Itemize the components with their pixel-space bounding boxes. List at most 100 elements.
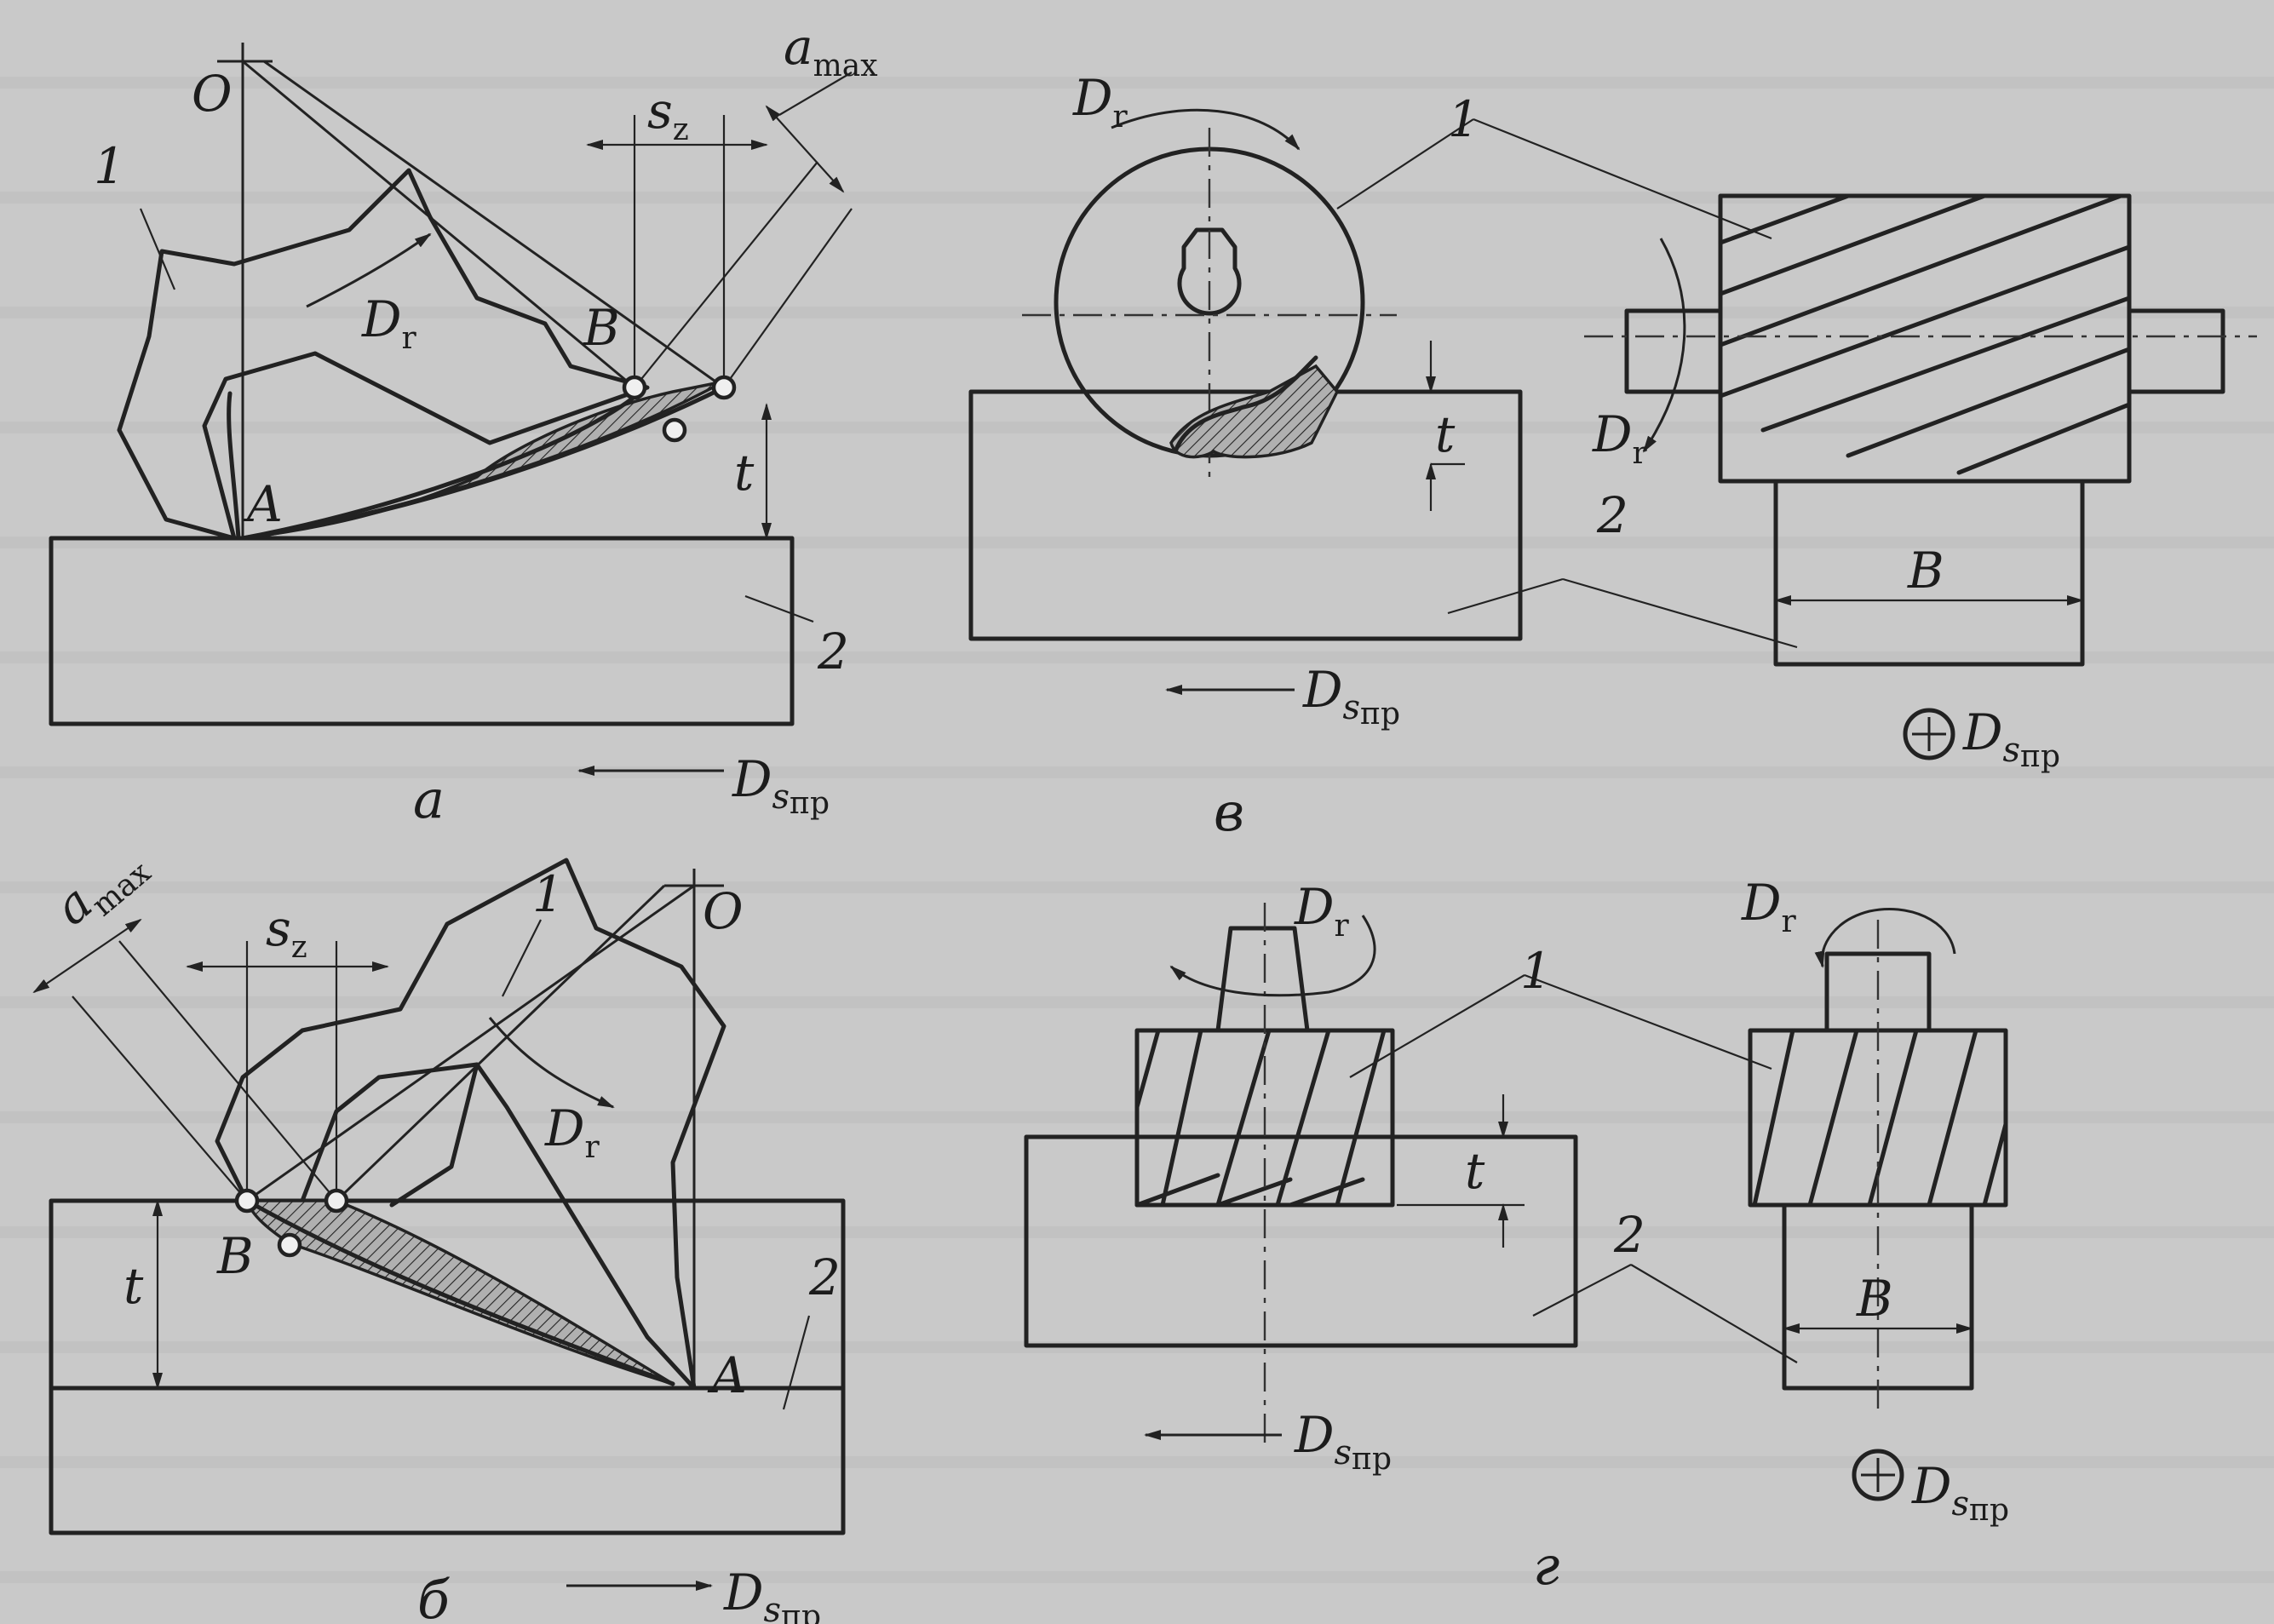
panel-b-point-B [234, 1188, 260, 1214]
panel-v-feed-symbol [1903, 708, 1955, 760]
panel-a-label-amax: amax [784, 18, 878, 83]
panel-g-leader-1a [1349, 974, 1525, 1078]
panel-b-amax-ext2 [118, 940, 337, 1202]
panel-b-label-Dr: Dr [544, 1099, 600, 1165]
panel-g-caption: г [1533, 1535, 1559, 1597]
panel-g-Dr-arrow-2 [1814, 907, 1956, 968]
panel-a-label-1: 1 [94, 137, 125, 195]
panel-g-shank [1215, 926, 1310, 1033]
panel-b-cutter [215, 858, 726, 1391]
panel-v-workpiece [968, 389, 1523, 641]
panel-a-Dr-arrow [306, 232, 432, 308]
panel-a-cut-arc [240, 391, 641, 541]
panel-g-leader-2b [1630, 1264, 1798, 1363]
panel-b-cut-arc [244, 1198, 675, 1386]
panel-b-amax-ext1 [72, 996, 248, 1202]
panel-a-amax-ext1 [634, 161, 818, 388]
panel-g: Dr 1 t Dr 2 B Dsпр Dsпр г [1024, 874, 2009, 1597]
panel-b-point-2 [324, 1188, 349, 1214]
panel-b-label-2: 2 [808, 1248, 841, 1306]
panel-g-Dr-arrow-1 [1169, 915, 1376, 997]
panel-g-teeth [1134, 1028, 1387, 1208]
panel-v-label-1: 1 [1448, 90, 1479, 148]
panel-b-Dr-arrow [488, 1017, 615, 1109]
panel-v-Dr-arrow-2 [1642, 238, 1686, 453]
panel-a-label-2: 2 [817, 623, 849, 680]
panel-b-label-B: B [216, 1227, 254, 1285]
panel-g-label-t: t [1465, 1142, 1485, 1200]
panel-a: O 1 Dr B A t sz amax 2 Dsпр а [49, 18, 878, 830]
panel-v-workpiece-2 [1773, 479, 2085, 667]
panel-a-cut-arc-2 [240, 385, 726, 541]
panel-b-label-t: t [123, 1257, 144, 1315]
panel-a-amax-ext2 [723, 208, 853, 388]
panel-a-label-Ds: Dsпр [732, 750, 830, 821]
panel-v-label-Dr-2: Dr [1592, 405, 1648, 471]
panel-v-chip [1169, 364, 1340, 459]
panel-a-radius-2 [263, 60, 725, 389]
panel-v-label-B: B [1907, 542, 1944, 600]
panel-b-point-3 [277, 1232, 302, 1258]
panel-b-label-Ds: Dsпр [723, 1564, 821, 1624]
panel-a-amax-leader [778, 72, 853, 116]
panel-v-label-Ds: Dsпр [1302, 661, 1400, 732]
panel-a-radius-B [242, 60, 635, 389]
panel-g-label-Dr: Dr [1294, 878, 1350, 944]
panel-a-label-t: t [734, 444, 755, 502]
panel-a-point-2 [711, 375, 737, 400]
panel-v-keyway [1177, 227, 1242, 316]
panel-b-tooth-edge [300, 1062, 479, 1203]
panel-b-workpiece [49, 1198, 846, 1535]
panel-g-label-Dr-2: Dr [1741, 874, 1797, 939]
panel-a-point-3 [662, 417, 687, 443]
panel-a-label-B: B [583, 299, 620, 357]
panel-b-radius-2 [335, 884, 666, 1202]
panel-v-shaft-right [2127, 308, 2225, 394]
panel-a-amax-dim [765, 105, 845, 193]
panel-v-label-Ds-2: Dsпр [1962, 703, 2060, 774]
panel-v-leader-2b [1562, 577, 1798, 649]
panel-v-leader-2a [1447, 577, 1564, 615]
panel-a-label-sz: sz [647, 82, 689, 147]
panel-g-label-Ds: Dsпр [1294, 1406, 1392, 1477]
panel-a-caption: а [413, 768, 445, 830]
panel-a-label-Dr: Dr [361, 290, 417, 356]
panel-a-label-A: A [243, 475, 283, 533]
panel-b-radius-B [246, 884, 695, 1202]
panel-v-label-Dr: Dr [1072, 69, 1128, 135]
panel-g-label-Ds-2: Dsпр [1911, 1457, 2009, 1528]
panel-g-workpiece [1024, 1134, 1578, 1348]
panel-g-label-1: 1 [1520, 942, 1552, 1000]
panel-a-label-O: O [192, 65, 233, 123]
panel-v-label-t: t [1435, 405, 1456, 463]
panel-b-leader-1 [502, 919, 542, 997]
panel-v-caption: в [1214, 781, 1244, 843]
panel-b-leader-2 [782, 1315, 811, 1410]
panel-g-leader-1b [1524, 973, 1772, 1070]
panel-b-label-O: O [703, 882, 744, 940]
panel-a-workpiece [49, 536, 795, 726]
panel-a-leader-1 [139, 208, 176, 290]
panel-b-amax-dim [32, 918, 142, 994]
panel-v-tooth-edge [1173, 355, 1318, 454]
panel-v-leader-1a [1336, 118, 1474, 209]
panel-g-feed-symbol [1852, 1449, 1904, 1501]
panel-g-label-2: 2 [1613, 1206, 1645, 1264]
panel-v-label-2: 2 [1596, 486, 1628, 544]
panel-b-label-A: A [707, 1346, 747, 1404]
panel-g-label-B: B [1856, 1270, 1893, 1328]
panel-g-leader-2a [1532, 1264, 1632, 1317]
panel-v-leader-1b [1473, 118, 1772, 240]
panel-a-cutter [117, 168, 650, 541]
panel-v-Dr-arrow-1 [1111, 108, 1301, 151]
panel-a-point-B [622, 375, 647, 400]
panel-a-leader-2 [744, 594, 814, 623]
panel-v-helical-teeth [1718, 193, 2132, 475]
panel-b-label-sz: sz [266, 899, 307, 965]
panel-b-label-1: 1 [532, 865, 564, 923]
panel-a-tooth-edge [227, 391, 241, 541]
panel-v: Dr 1 t Dr 2 B Dsпр Dsпр в [968, 69, 2257, 843]
panel-b-caption: б [417, 1569, 451, 1624]
